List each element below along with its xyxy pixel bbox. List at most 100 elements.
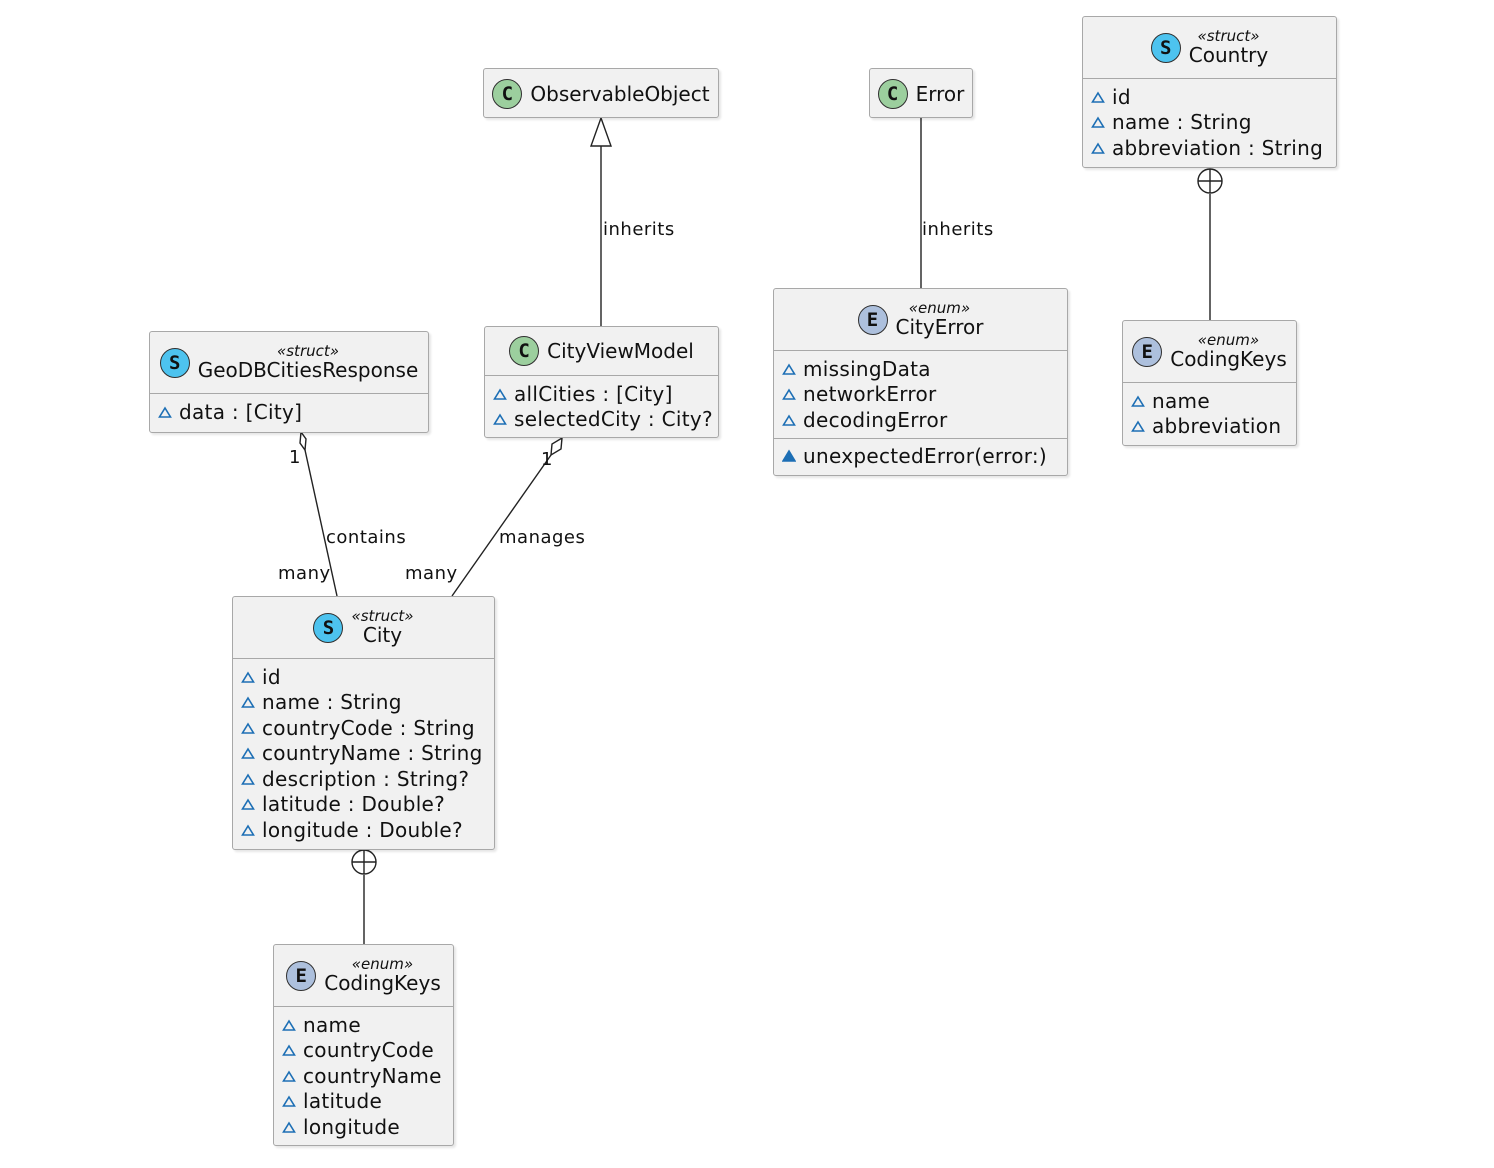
class-observable-object[interactable]: C ObservableObject (483, 68, 719, 118)
class-error[interactable]: C Error (869, 68, 973, 118)
field-label: data : [City] (179, 399, 303, 424)
struct-badge-icon: S (313, 612, 344, 643)
struct-geodb-cities-response[interactable]: S «struct» GeoDBCitiesResponse data : [C… (149, 331, 429, 433)
package-visibility-icon (282, 1019, 296, 1031)
field-row: countryCode (282, 1038, 445, 1064)
field-row: longitude (282, 1114, 445, 1140)
field-row: allCities : [City] (493, 381, 710, 407)
class-city-view-model[interactable]: C CityViewModel allCities : [City]select… (484, 326, 719, 438)
field-row: longitude : Double? (241, 817, 486, 843)
field-row: data : [City] (158, 399, 420, 425)
field-label: missingData (803, 356, 931, 381)
enum-name: CodingKeys (1170, 346, 1287, 371)
package-visibility-icon (782, 388, 796, 401)
field-row: countryName (282, 1063, 445, 1089)
field-label: latitude (303, 1089, 383, 1114)
field-label: name : String (1112, 110, 1252, 135)
manages-label: manages (499, 527, 586, 548)
field-row: latitude (282, 1089, 445, 1115)
manages-target-multiplicity: many (405, 563, 458, 584)
field-row: name (1131, 388, 1288, 414)
field-label: allCities : [City] (514, 381, 673, 406)
stereotype: «enum» (908, 299, 971, 318)
field-label: longitude : Double? (262, 817, 463, 842)
contains-label: contains (326, 527, 407, 548)
class-badge-icon: C (877, 78, 908, 109)
struct-badge-icon: S (159, 347, 190, 378)
package-visibility-icon (241, 773, 255, 785)
field-label: abbreviation : String (1112, 135, 1324, 160)
inherits-error-label: inherits (922, 219, 994, 240)
struct-name: City (362, 622, 403, 647)
class-badge-icon: C (492, 78, 523, 109)
package-visibility-icon (1091, 91, 1105, 103)
package-visibility-icon (1131, 395, 1145, 407)
field-list: allCities : [City]selectedCity : City? (485, 376, 718, 437)
package-visibility-icon (241, 671, 255, 683)
struct-badge-icon: S (1150, 32, 1181, 63)
package-visibility-icon (241, 722, 255, 734)
package-visibility-icon (782, 449, 796, 463)
stereotype: «enum» (351, 955, 414, 974)
field-row: abbreviation (1131, 414, 1288, 440)
field-label: latitude : Double? (262, 792, 446, 817)
contains-line (304, 449, 338, 597)
inherits-observable-arrowhead (590, 115, 612, 147)
package-visibility-icon (241, 747, 255, 760)
class-name: CityViewModel (547, 339, 694, 363)
field-row: latitude : Double? (241, 792, 486, 818)
field-row: countryName : String (241, 741, 486, 767)
package-visibility-icon (782, 363, 796, 375)
field-row: id (1091, 84, 1328, 110)
package-visibility-icon (782, 414, 796, 426)
stereotype: «struct» (351, 607, 414, 626)
contains-target-multiplicity: many (278, 563, 331, 584)
class-name: ObservableObject (530, 81, 710, 106)
field-label: networkError (803, 382, 937, 407)
package-visibility-icon (241, 696, 255, 709)
field-row: description : String? (241, 766, 486, 792)
package-visibility-icon (282, 1121, 296, 1133)
field-label: name (303, 1012, 361, 1037)
field-label: name : String (262, 690, 402, 715)
package-visibility-icon (241, 798, 255, 811)
method-label: unexpectedError(error:) (803, 444, 1048, 469)
package-visibility-icon (282, 1044, 296, 1057)
field-row: id (241, 664, 486, 690)
contains-diamond (299, 430, 307, 452)
field-row: decodingError (782, 407, 1059, 433)
method-row: unexpectedError(error:) (782, 444, 1059, 470)
field-row: name (282, 1012, 445, 1038)
stereotype: «struct» (276, 342, 339, 361)
field-row: name : String (241, 690, 486, 716)
field-label: id (1112, 84, 1131, 109)
field-label: id (262, 664, 281, 689)
field-label: abbreviation (1152, 414, 1282, 439)
enum-name: CodingKeys (324, 970, 441, 995)
field-label: name (1152, 388, 1210, 413)
class-badge-icon: C (509, 336, 540, 366)
field-label: selectedCity : City? (514, 407, 713, 432)
package-visibility-icon (282, 1095, 296, 1108)
package-visibility-icon (158, 406, 172, 418)
enum-name: CityError (895, 314, 984, 339)
class-name: Error (915, 81, 965, 106)
field-label: description : String? (262, 766, 470, 791)
manages-diamond (550, 436, 563, 457)
manages-source-multiplicity: 1 (541, 449, 553, 470)
package-visibility-icon (1091, 142, 1105, 154)
method-list: unexpectedError(error:) (774, 437, 1067, 475)
package-visibility-icon (493, 413, 507, 426)
struct-name: GeoDBCitiesResponse (197, 357, 419, 382)
field-row: abbreviation : String (1091, 135, 1328, 161)
